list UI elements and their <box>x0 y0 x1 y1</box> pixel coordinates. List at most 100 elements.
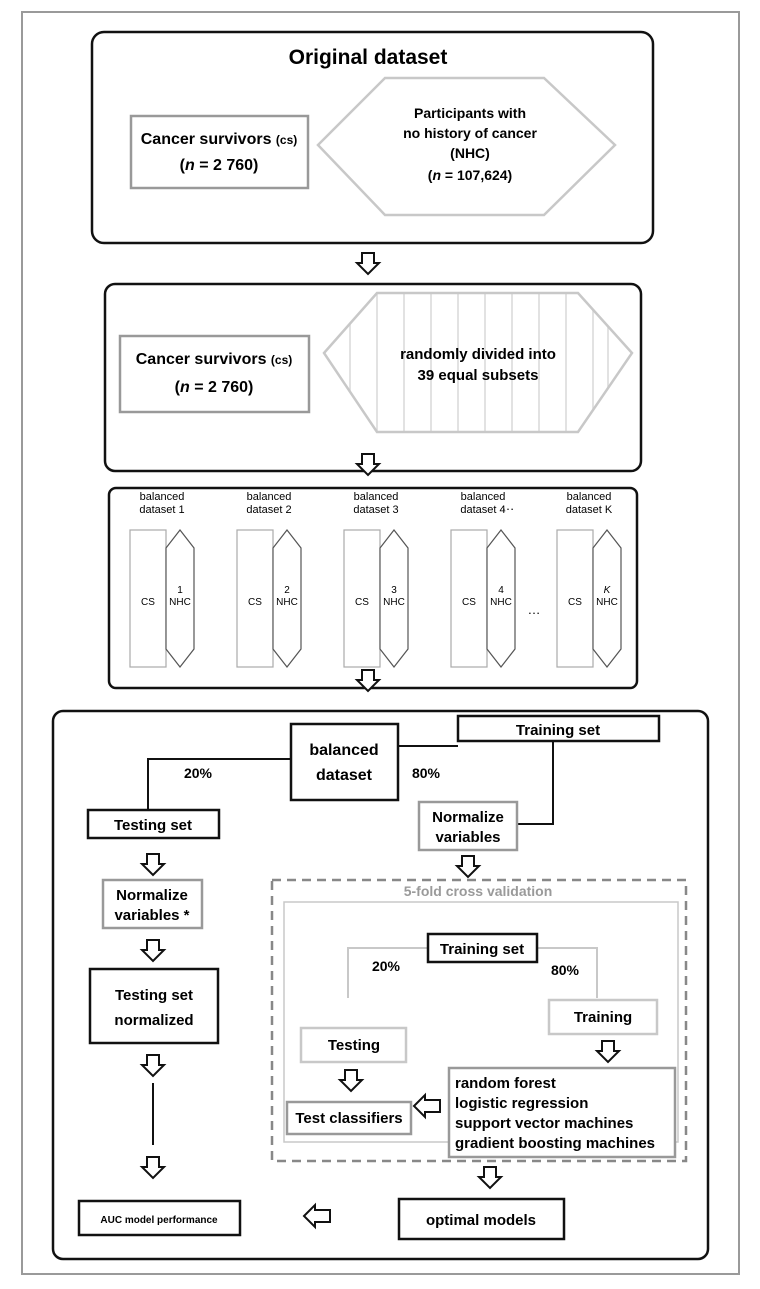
cv-training-label: Training <box>574 1009 632 1026</box>
cs-count-2: (n = 2 760) <box>175 379 254 396</box>
cv-split-line-train <box>537 947 598 998</box>
dataset-header-2: dataset 3 <box>353 504 398 516</box>
classifier-4: gradient boosting machines <box>455 1135 655 1152</box>
cs-block-label: CS <box>462 597 476 608</box>
cs-box <box>129 114 310 190</box>
test-classifiers-box <box>285 1100 413 1136</box>
dataset-header-2: dataset 4 <box>460 504 505 516</box>
dataset-header-1: balanced <box>247 491 292 503</box>
dataset-header-2: dataset 1 <box>139 504 184 516</box>
cv-pct-test: 20% <box>372 958 401 974</box>
nhc-index: 4 <box>498 585 504 596</box>
optimal-models-label: optimal models <box>426 1212 536 1229</box>
dataset-header-1: balanced <box>140 491 185 503</box>
normalize-test-line2: variables * <box>114 907 189 924</box>
balanced-line2: dataset <box>316 767 373 784</box>
cv-testing-box <box>299 1026 408 1064</box>
balanced-dataset-box <box>289 722 400 802</box>
nhc-block-label: NHC <box>596 597 618 608</box>
cs-block-label: CS <box>355 597 369 608</box>
optimal-models-box <box>397 1197 566 1241</box>
auc-box <box>77 1199 242 1237</box>
testing-normalized-line1: Testing set <box>115 987 193 1004</box>
cv-testing-label: Testing <box>328 1037 380 1054</box>
nhc-block-label: NHC <box>169 597 191 608</box>
training-set-label: Training set <box>516 722 600 739</box>
train-to-normalize <box>517 732 554 825</box>
nhc-block <box>592 529 622 668</box>
cs-block-label: CS <box>248 597 262 608</box>
classifier-3: support vector machines <box>455 1115 633 1132</box>
nhc-block <box>272 529 302 668</box>
cs-count: (n = 2 760) <box>180 157 259 174</box>
original-dataset-title: Original dataset <box>289 46 448 69</box>
cs-block <box>556 529 594 668</box>
testing-set-label: Testing set <box>114 817 192 834</box>
nhc-index: 1 <box>177 585 183 596</box>
cv-title: 5-fold cross validation <box>404 883 553 899</box>
nhc-index: K <box>604 585 612 596</box>
testing-normalized-box <box>88 967 220 1045</box>
auc-label: AUC model performance <box>100 1215 218 1226</box>
split-line1: randomly divided into <box>400 346 556 363</box>
nhc-count: (n = 107,624) <box>428 167 512 183</box>
cv-dashed-box <box>270 878 688 1163</box>
nhc-block-label: NHC <box>490 597 512 608</box>
nhc-block <box>486 529 516 668</box>
cs-block-label: CS <box>568 597 582 608</box>
classifier-1: random forest <box>455 1075 556 1092</box>
subsets-hexagon <box>322 291 634 434</box>
normalize-train-box <box>417 800 519 852</box>
cv-split-line-test <box>347 947 428 998</box>
dataset-header-2: dataset K <box>566 504 613 516</box>
dataset-header-1: balanced <box>461 491 506 503</box>
cv-training-box <box>547 998 659 1036</box>
header-ellipsis: … <box>502 498 515 513</box>
pct-train-label: 80% <box>412 765 441 781</box>
normalize-test-line1: Normalize <box>116 887 188 904</box>
nhc-index: 2 <box>284 585 290 596</box>
nhc-line3: (NHC) <box>450 145 490 161</box>
nhc-index: 3 <box>391 585 397 596</box>
cs-label: Cancer survivors (cs) <box>141 131 298 148</box>
balanced-line1: balanced <box>309 742 378 759</box>
testing-set-box <box>86 808 221 840</box>
nhc-block <box>165 529 195 668</box>
split-line2: 39 equal subsets <box>418 367 539 384</box>
normalize-train-line1: Normalize <box>432 809 504 826</box>
stage-modeling: balanced dataset 20% 80% Training set Te… <box>51 709 710 1261</box>
stage-original-dataset: Original dataset Cancer survivors (cs) (… <box>90 30 655 245</box>
classifiers-box <box>447 1066 677 1159</box>
cv-pct-train: 80% <box>551 962 580 978</box>
subset-divisions <box>349 293 609 432</box>
cs-block-label: CS <box>141 597 155 608</box>
dataset-header-2: dataset 2 <box>246 504 291 516</box>
testing-normalized-line2: normalized <box>114 1012 193 1029</box>
cs-label-2: Cancer survivors (cs) <box>136 351 293 368</box>
nhc-line1: Participants with <box>414 105 526 121</box>
normalize-train-line2: variables <box>435 829 500 846</box>
nhc-line2: no history of cancer <box>403 125 537 141</box>
classifier-2: logistic regression <box>455 1095 588 1112</box>
stage-random-split: Cancer survivors (cs) (n = 2 760) random… <box>103 282 643 473</box>
pct-test-label: 20% <box>184 765 213 781</box>
cs-block <box>236 529 274 668</box>
dataset-header-1: balanced <box>354 491 399 503</box>
nhc-block <box>379 529 409 668</box>
dataset-header-1: balanced <box>567 491 612 503</box>
nhc-block-label: NHC <box>383 597 405 608</box>
row-ellipsis: … <box>528 602 541 617</box>
normalize-test-box <box>101 878 204 930</box>
training-set-box <box>456 714 661 743</box>
test-classifiers-label: Test classifiers <box>295 1110 402 1127</box>
nhc-block-label: NHC <box>276 597 298 608</box>
nhc-hexagon <box>316 76 617 217</box>
